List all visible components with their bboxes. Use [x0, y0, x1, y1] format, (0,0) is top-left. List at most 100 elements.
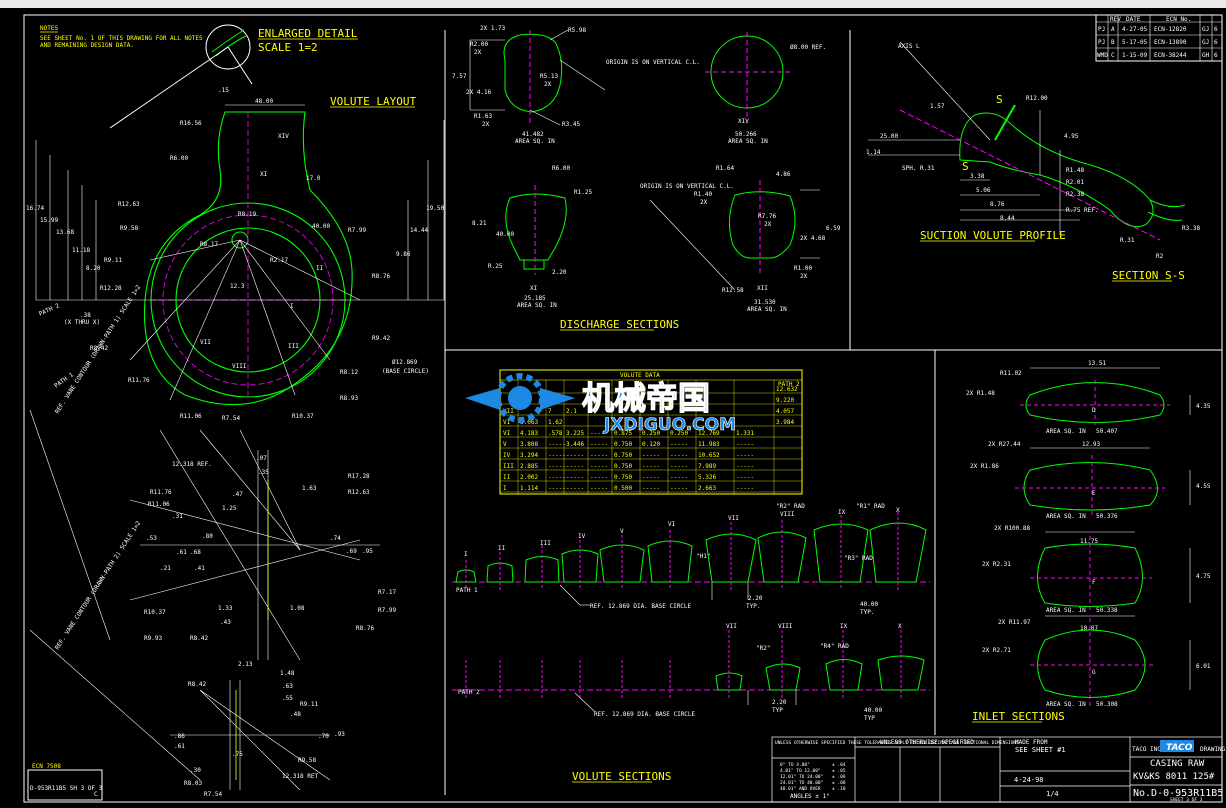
- volute-data-cell: -----: [670, 485, 688, 492]
- dv-l-13: R9.58: [298, 757, 316, 764]
- volute-data-cell: VII: [503, 408, 514, 415]
- volute-section-roman-top: I: [464, 551, 468, 558]
- tb-see-sheet: SEE SHEET #1: [1015, 746, 1066, 754]
- dv-u-27: R8.42: [190, 635, 208, 642]
- tolerance-cell: 0" TO 4.00": [780, 762, 810, 768]
- volute-data-cell: 0.750: [614, 474, 632, 481]
- volute-section-roman-bottom: VII: [726, 623, 737, 630]
- volute-data-cell: -----: [736, 441, 754, 448]
- volute-data-cell: -----: [590, 441, 608, 448]
- rev-r3-c3: 1-15-09: [1122, 52, 1148, 59]
- vl-dim-28: 14.44: [410, 227, 428, 234]
- ds4-note: ORIGIN IS ON VERTICAL C.L.: [640, 183, 734, 190]
- ds1-dim-11: R5.98: [568, 27, 586, 34]
- vl-dim-2: R16.56: [180, 120, 202, 127]
- ds4-dim-6: 2X: [764, 221, 772, 228]
- section-s-s-title: SECTION S-S: [1112, 269, 1185, 282]
- wing-right-icon: [540, 388, 575, 410]
- gear-hub: [508, 386, 532, 410]
- vs-dim-11: 2.20: [772, 699, 787, 706]
- volute-data-cell: -----: [642, 474, 660, 481]
- revision-block: REV DATE ECN No. PJ A 4-27-05 ECN-12820 …: [1095, 14, 1223, 62]
- rev-r1-c5: GJ: [1202, 26, 1209, 33]
- tolerance-cell: ± .05: [832, 768, 846, 774]
- dv-u-28: .80: [202, 533, 213, 540]
- inlet-sections: 13.51 R11.02 2X R1.48 4.35 D AREA SQ. IN…: [966, 360, 1211, 723]
- inlet1-area: 50.407: [1096, 428, 1118, 435]
- volute-layout-title: VOLUTE LAYOUT: [330, 95, 416, 108]
- volute-section-roman-top: VII: [728, 515, 739, 522]
- tb-company: TACO INC.: [1132, 746, 1165, 753]
- ds2-roman: XIV: [738, 118, 749, 125]
- dv-l-14: .30: [190, 767, 201, 774]
- volute-data-cell: 4.057: [776, 408, 794, 415]
- ds1-dim-1: 2X 1.73: [480, 25, 506, 32]
- sv-dim-9: 8.76: [990, 201, 1005, 208]
- volute-data-cell: IV: [503, 452, 511, 459]
- tolerance-cell: 48.01" AND OVER: [780, 786, 821, 792]
- vl-dim-16: R7.54: [222, 415, 240, 422]
- tb-drawing-label: DRAWING: [1200, 746, 1226, 753]
- volute-data-cell: 0.250: [670, 430, 688, 437]
- volute-data-cell: -----: [670, 452, 688, 459]
- ds2-area: 50.266: [735, 131, 757, 138]
- window-top-strip: [0, 0, 1226, 8]
- ds1-dim-6: R1.63: [474, 113, 492, 120]
- watermark-cn: 机械帝国: [582, 379, 710, 417]
- dv-l-15: R8.03: [184, 780, 202, 787]
- dv-u-16: 1.33: [218, 605, 233, 612]
- ds1-dim-7: 2X: [482, 121, 490, 128]
- vs-dim-9: "R2": [756, 645, 770, 652]
- sv-label-s-bottom: S: [962, 160, 969, 173]
- ds4-dim-7: 2X 4.68: [800, 235, 826, 242]
- vl-dim-21: R8.76: [372, 273, 390, 280]
- vl-dim-9: R12.63: [118, 201, 140, 208]
- rev-r2-c4: ECN-13890: [1154, 39, 1187, 46]
- sv-dim-13: R2.01: [1066, 179, 1084, 186]
- dv-l-17: R7.54: [204, 791, 222, 798]
- vl-dim-4: 16.74: [26, 205, 44, 212]
- tolerance-cell: ± .08: [832, 780, 846, 786]
- vl-base-circle-label: (BASE CIRCLE): [382, 368, 429, 375]
- enlarged-detail-scale: SCALE 1=2: [258, 41, 318, 54]
- volute-data-cell: 2.663: [698, 485, 716, 492]
- sv-dim-18: R3.38: [1182, 225, 1200, 232]
- volute-section-roman-top: IX: [838, 509, 846, 516]
- vane-detail-views: REF. VANE CONTOUR (DRAWN-PATH 1) SCALE 1…: [29, 284, 396, 798]
- volute-data-cell: -----: [548, 485, 566, 492]
- volute-data-cell: 2.1: [566, 408, 577, 415]
- enlarged-detail-title: ENLARGED DETAIL: [258, 27, 358, 40]
- ds1-area-unit: AREA SQ. IN: [515, 138, 555, 145]
- volute-data-cell: -----: [736, 485, 754, 492]
- ecn-dwg: D-953R11B5 SH 3 OF 3: [30, 785, 103, 792]
- volute-data-cell: -----: [548, 474, 566, 481]
- inlet1-dim-4: 4.35: [1196, 403, 1211, 410]
- volute-data-cell: III: [503, 463, 514, 470]
- vs-path-1: PATH 1: [456, 587, 478, 594]
- vs-dim-4: "R3" RAD: [844, 555, 873, 562]
- volute-data-cell: 7.989: [698, 463, 716, 470]
- rev-r3-c2: C: [1111, 52, 1115, 59]
- inlet2-letter: E: [1092, 490, 1096, 497]
- tb-dwg-no: No.D-0-953R11B5: [1133, 788, 1223, 799]
- rev-r3-c1: WMD: [1097, 52, 1108, 59]
- dv-u-20: .69: [346, 548, 357, 555]
- volute-data-cell: -----: [736, 452, 754, 459]
- sv-dim-8: 5.06: [976, 187, 991, 194]
- dv-u-22: R7.17: [378, 589, 396, 596]
- volute-section-roman-bottom: IX: [840, 623, 848, 630]
- sv-dim-2: 1.57: [930, 103, 945, 110]
- volute-data-cell: 0.750: [614, 452, 632, 459]
- dv-u-6: 1.63: [302, 485, 317, 492]
- ds3-roman: XI: [530, 285, 538, 292]
- ds1-dim-5: 2X 4.16: [466, 89, 492, 96]
- vl-dim-32: .38: [80, 312, 91, 319]
- vs-dim-1: "R2" RAD: [776, 503, 805, 510]
- ds1-dim-8: R5.13: [540, 73, 558, 80]
- vs-dim-10: "R4" RAD: [820, 643, 849, 650]
- volute-data-cell: 9.220: [776, 397, 794, 404]
- vl-dim-7: 11.18: [72, 247, 90, 254]
- inlet4-letter: G: [1092, 669, 1096, 676]
- vl-roman-xi: XI: [260, 171, 268, 178]
